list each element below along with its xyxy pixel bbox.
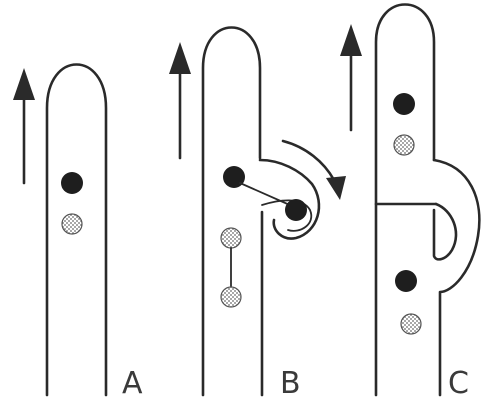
stippled-circle: [220, 227, 242, 249]
bud-outline: [258, 158, 321, 240]
up-arrow-icon: [169, 42, 191, 160]
tube-outline-a: [45, 63, 108, 397]
tube-outline-b: [201, 26, 262, 397]
branch-outline: [432, 158, 481, 397]
filled-circle: [393, 93, 415, 115]
stippled-circle: [393, 134, 415, 156]
panel-b: B: [169, 26, 346, 401]
panel-a: A: [13, 63, 143, 401]
tube-outline-c: [374, 3, 436, 397]
filled-circle: [395, 270, 417, 292]
filled-circle: [61, 172, 83, 194]
connector-line: [239, 182, 293, 207]
stippled-circle: [400, 313, 422, 335]
panel-c: C: [340, 3, 481, 401]
filled-circle: [285, 199, 307, 221]
up-arrow-icon: [13, 68, 35, 185]
bud-inner: [261, 199, 313, 232]
panel-label-b: B: [280, 366, 301, 401]
stippled-circle: [220, 286, 242, 308]
panel-label-a: A: [122, 366, 143, 401]
stippled-circle: [61, 213, 83, 235]
branch-inner: [432, 202, 458, 261]
panel-label-c: C: [448, 366, 469, 401]
up-arrow-icon: [340, 24, 362, 132]
curved-arrow-icon: [281, 139, 346, 200]
